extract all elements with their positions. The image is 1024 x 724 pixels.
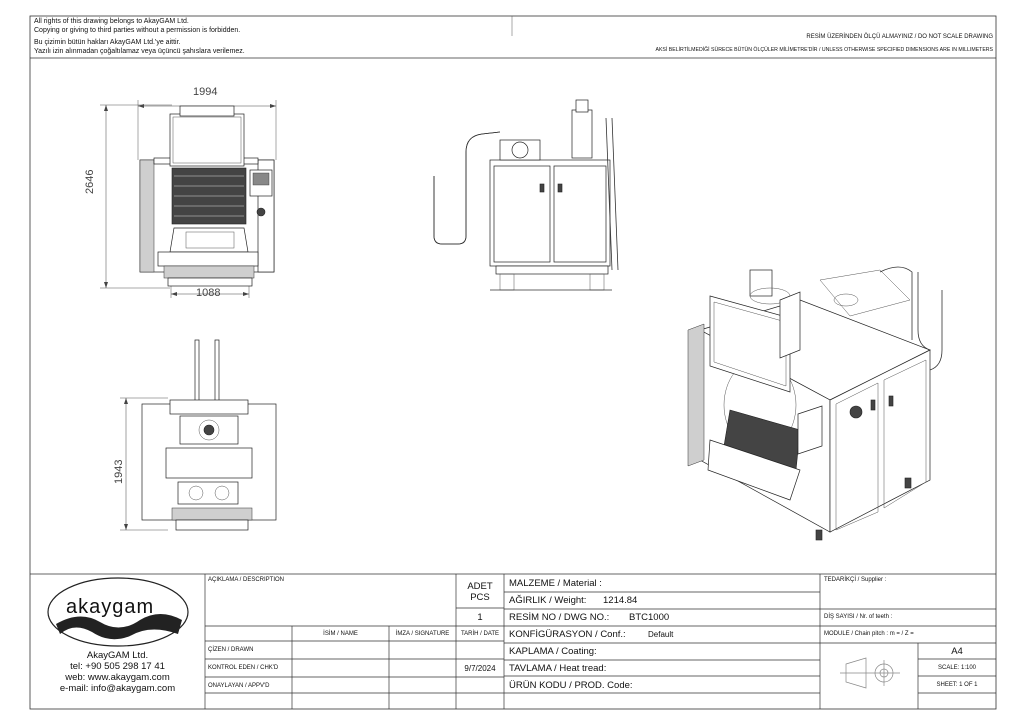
quantity-value: 1: [477, 612, 483, 623]
approved-label: ONAYLAYAN / APPV'D: [208, 683, 270, 689]
drawn-label: ÇİZEN / DRAWN: [208, 647, 254, 653]
material-label: MALZEME / Material :: [509, 578, 602, 589]
title-block-lines: [30, 573, 996, 709]
supplier-label: TEDARİKÇİ / Supplier :: [824, 577, 887, 583]
company-tel: tel: +90 505 298 17 41: [70, 661, 165, 672]
description-label: AÇIKLAMA / DESCRIPTION: [208, 577, 285, 583]
scale-value: SCALE: 1:100: [937, 665, 977, 671]
name-column-label: İSİM / NAME: [323, 631, 358, 637]
product-code-label: ÜRÜN KODU / PROD. Code:: [509, 680, 633, 691]
heat-treat-label: TAVLAMA / Heat tread:: [509, 663, 607, 674]
do-not-scale-note: RESİM ÜZERİNDEN ÖLÇÜ ALMAYINIZ / DO NOT …: [806, 34, 993, 40]
logo-text: akaygam: [66, 596, 155, 618]
sheet-border: [29, 15, 997, 710]
date-column-label: TARİH / DATE: [460, 631, 500, 637]
side-view: [433, 99, 619, 291]
teeth-label: DİŞ SAYISI / Nr. of teeth :: [824, 614, 893, 620]
company-name: AkayGAM Ltd.: [86, 650, 149, 661]
drawing-number-value: BTC1000: [629, 612, 670, 623]
checked-label: KONTROL EDEN / CHK'D: [208, 665, 279, 671]
copy-notice-en: Copying or giving to third parties witho…: [34, 27, 241, 34]
dimension-front-base: 1088: [196, 287, 221, 299]
signature-column-label: İMZA / SIGNATURE: [395, 631, 450, 637]
top-view: [120, 339, 277, 531]
sheet-number: SHEET: 1 OF 1: [936, 682, 978, 688]
paper-size: A4: [951, 646, 963, 657]
dimension-front-height: 2646: [84, 169, 96, 194]
dimension-top-height: 1943: [113, 459, 125, 484]
adet-label: ADET: [467, 581, 493, 592]
copy-notice-tr: Yazılı izin alınmadan çoğaltılamaz veya …: [34, 48, 245, 55]
pcs-label: PCS: [470, 592, 490, 603]
drawing-number-label: RESİM NO / DWG NO.:: [509, 612, 610, 623]
weight-value: 1214.84: [603, 595, 638, 606]
front-view: [100, 100, 277, 298]
rights-notice-en: All rights of this drawing belongs to Ak…: [34, 18, 189, 25]
module-label: MODULE / Chain pitch : m = / Z =: [824, 631, 914, 637]
drawing-date: 9/7/2024: [464, 664, 496, 673]
company-web: web: www.akaygam.com: [65, 672, 170, 683]
configuration-label: KONFİGÜRASYON / Conf.:: [509, 629, 626, 640]
dimension-front-width: 1994: [193, 86, 218, 98]
company-email: e-mail: info@akaygam.com: [59, 683, 176, 694]
isometric-view: [687, 266, 943, 541]
configuration-value: Default: [648, 630, 674, 639]
units-note: AKSİ BELİRTİLMEDİĞİ SÜRECE BÜTÜN ÖLÇÜLER…: [655, 47, 993, 53]
rights-notice-tr: Bu çizimin bütün hakları AkayGAM Ltd.'ye…: [34, 39, 181, 46]
coating-label: KAPLAMA / Coating:: [509, 646, 597, 657]
projection-symbol-icon: [840, 657, 900, 689]
company-logo: [47, 577, 189, 647]
weight-label: AĞIRLIK / Weight:: [509, 595, 587, 606]
